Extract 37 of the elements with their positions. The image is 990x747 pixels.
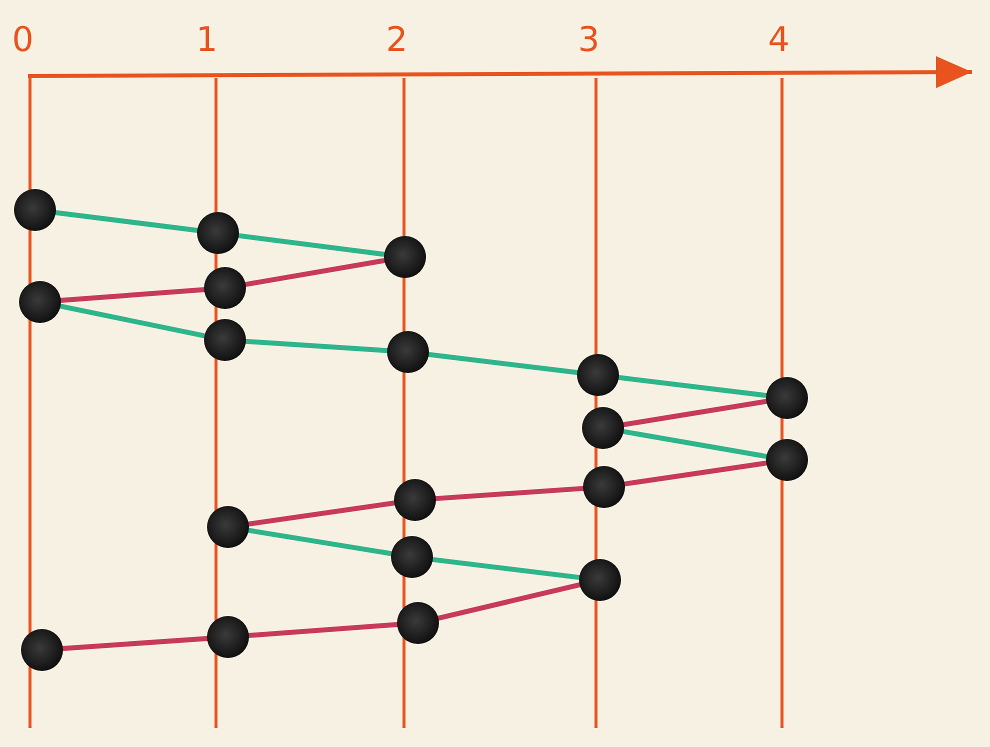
dot (766, 439, 808, 481)
dot (577, 354, 619, 396)
dot (391, 536, 433, 578)
dot (579, 559, 621, 601)
connector-line (246, 528, 394, 556)
axis-tick-label: 1 (196, 20, 218, 60)
dot (14, 189, 56, 231)
connector-line (436, 582, 582, 621)
connector-line (621, 429, 769, 459)
dot (204, 319, 246, 361)
dot (582, 407, 624, 449)
connector-line (246, 500, 397, 526)
dot (207, 616, 249, 658)
axis-tick-label: 4 (768, 20, 790, 60)
dot (583, 466, 625, 508)
axis-tick-label: 0 (12, 20, 34, 60)
dot (384, 236, 426, 278)
dot (387, 331, 429, 373)
dot (204, 267, 246, 309)
dot (19, 281, 61, 323)
dot (394, 479, 436, 521)
connector-line (58, 304, 207, 338)
connector-line (616, 375, 769, 398)
dot (766, 377, 808, 419)
connector-line (53, 210, 200, 233)
connector-line (430, 557, 582, 580)
axis-tick-label: 2 (386, 20, 408, 60)
dot (21, 629, 63, 671)
dot (397, 602, 439, 644)
connector-line (426, 352, 580, 375)
dot (197, 212, 239, 254)
dot (207, 506, 249, 548)
connector-line (243, 258, 387, 287)
connector-line (236, 233, 387, 257)
connector-line (622, 460, 769, 486)
axis-tick-label: 3 (578, 20, 600, 60)
connector-line (621, 398, 769, 428)
